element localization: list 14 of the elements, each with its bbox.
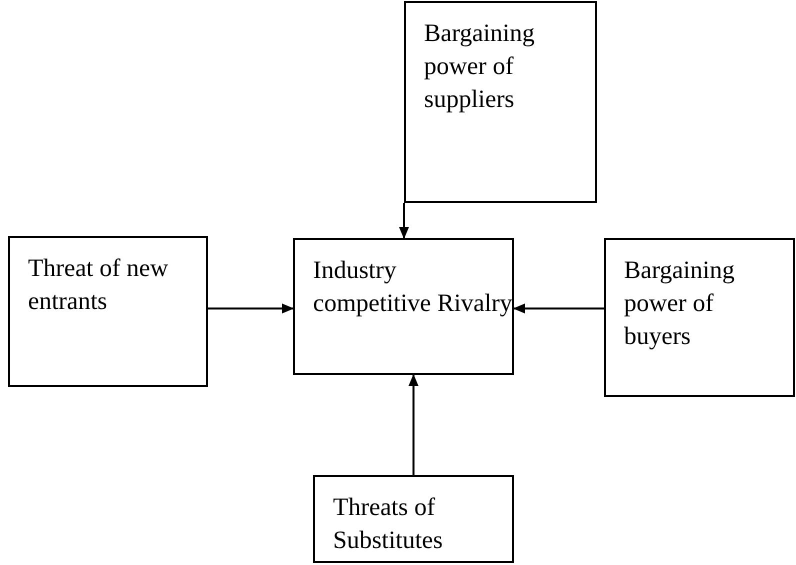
text-box [8,236,208,387]
box-label: Threats of Substitutes [333,493,444,556]
box-label: Industry competitive Rivalry [313,256,513,319]
box-label: Threat of new entrants [28,254,170,317]
text-box [313,475,514,563]
box-label: Bargaining power of buyers [624,256,736,352]
text-box [404,1,597,203]
arrow [408,374,418,475]
arrow [399,203,409,239]
box-label: Bargaining power of suppliers [424,19,536,115]
arrow [208,304,294,314]
text-box [293,238,514,375]
text-box [604,238,795,397]
arrow [513,304,604,314]
